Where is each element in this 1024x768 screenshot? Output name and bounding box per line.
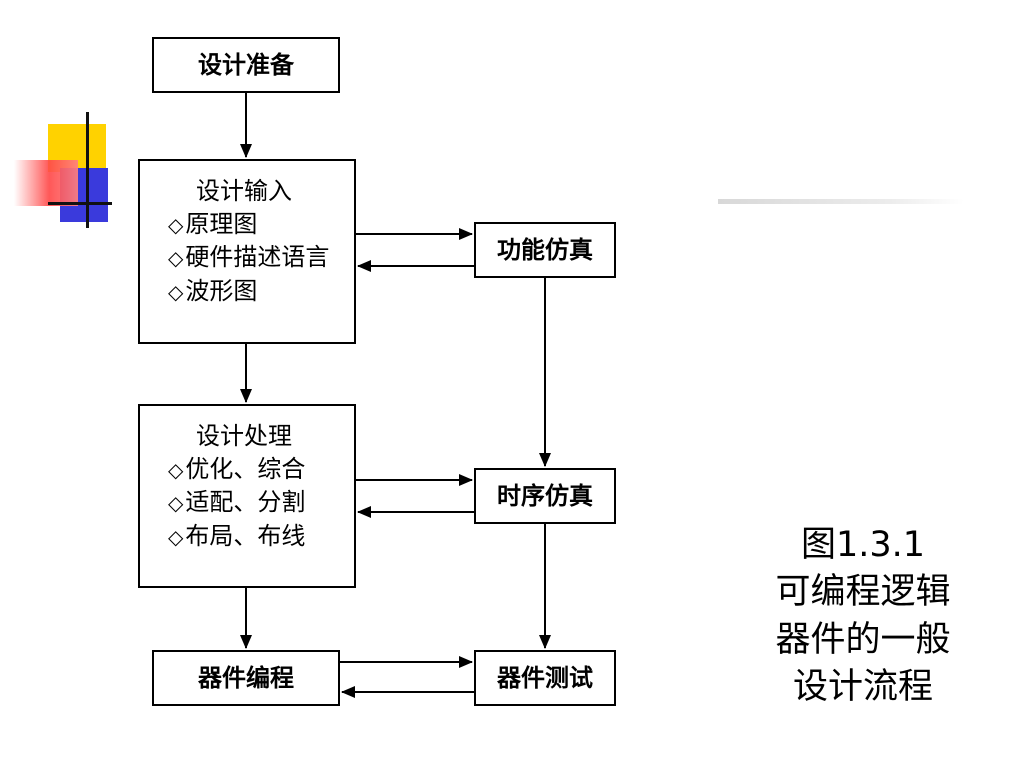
- caption-line-4: 设计流程: [792, 666, 933, 707]
- box-device-testing: 器件测试: [474, 650, 616, 706]
- box-design-prep-label: 设计准备: [198, 49, 294, 79]
- box-item-text: 布局、布线: [185, 521, 306, 550]
- ornament-red-square: [14, 160, 78, 206]
- box-design-input: 设计输入 ◇原理图 ◇硬件描述语言 ◇波形图: [138, 159, 356, 344]
- caption-line-2: 可编程逻辑: [775, 572, 951, 613]
- box-timing-simulation-label: 时序仿真: [497, 480, 593, 510]
- box-design-input-item: ◇原理图: [168, 208, 354, 242]
- diamond-bullet-icon: ◇: [168, 212, 184, 237]
- figure-caption: 图1.3.1 可编程逻辑 器件的一般 设计流程: [740, 522, 986, 711]
- diamond-bullet-icon: ◇: [168, 491, 184, 516]
- box-design-input-item: ◇波形图: [168, 275, 354, 309]
- box-timing-simulation: 时序仿真: [474, 468, 616, 524]
- ornament-horizontal-line: [48, 202, 112, 205]
- diamond-bullet-icon: ◇: [168, 279, 184, 304]
- box-design-processing-item: ◇布局、布线: [168, 520, 354, 554]
- box-design-processing-item: ◇适配、分割: [168, 486, 354, 520]
- diamond-bullet-icon: ◇: [168, 524, 184, 549]
- box-design-processing-item: ◇优化、综合: [168, 453, 354, 487]
- diamond-bullet-icon: ◇: [168, 457, 184, 482]
- slide-ornament: [0, 0, 120, 240]
- box-device-programming-label: 器件编程: [198, 662, 294, 692]
- ornament-vertical-line: [86, 112, 89, 228]
- box-functional-simulation: 功能仿真: [474, 222, 616, 278]
- box-design-prep: 设计准备: [152, 37, 340, 93]
- box-design-processing: 设计处理 ◇优化、综合 ◇适配、分割 ◇布局、布线: [138, 404, 356, 588]
- decorative-rule: [718, 199, 964, 204]
- box-functional-simulation-label: 功能仿真: [497, 234, 593, 264]
- caption-number: 1.3.1: [835, 525, 926, 565]
- caption-line-1: 图1.3.1: [740, 522, 986, 569]
- box-item-text: 波形图: [185, 276, 258, 305]
- diamond-bullet-icon: ◇: [168, 246, 184, 271]
- box-item-text: 硬件描述语言: [185, 243, 330, 272]
- box-item-text: 原理图: [185, 209, 258, 238]
- box-item-text: 优化、综合: [185, 454, 306, 483]
- caption-prefix: 图: [800, 525, 836, 565]
- box-design-input-item: ◇硬件描述语言: [168, 241, 354, 275]
- box-device-programming: 器件编程: [152, 650, 340, 706]
- box-design-input-title: 设计输入: [196, 177, 292, 205]
- box-design-processing-title: 设计处理: [196, 422, 292, 450]
- box-device-testing-label: 器件测试: [497, 662, 593, 692]
- box-item-text: 适配、分割: [185, 488, 306, 517]
- caption-line-3: 器件的一般: [775, 619, 951, 660]
